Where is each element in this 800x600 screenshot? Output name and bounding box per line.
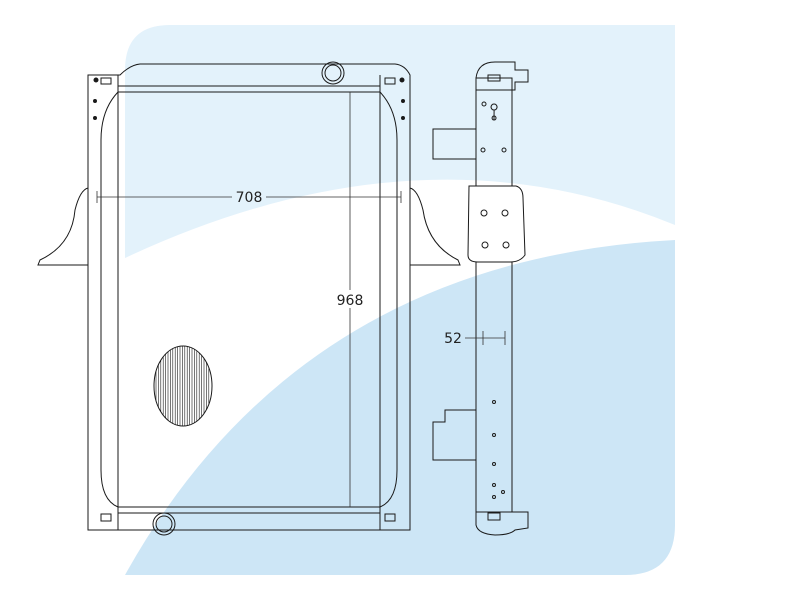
dimension-depth: 52 [444, 331, 506, 347]
fin-pattern: (function(){var g=document.currentScript… [155, 346, 210, 426]
width-label: 708 [236, 190, 263, 206]
dimension-width: 708 [96, 190, 402, 206]
height-label: 968 [337, 293, 364, 309]
background-shapes [125, 25, 675, 575]
depth-label: 52 [444, 331, 462, 347]
radiator-front-view [37, 61, 461, 536]
dimension-height: 968 [337, 92, 364, 507]
radiator-side-view [432, 61, 529, 536]
